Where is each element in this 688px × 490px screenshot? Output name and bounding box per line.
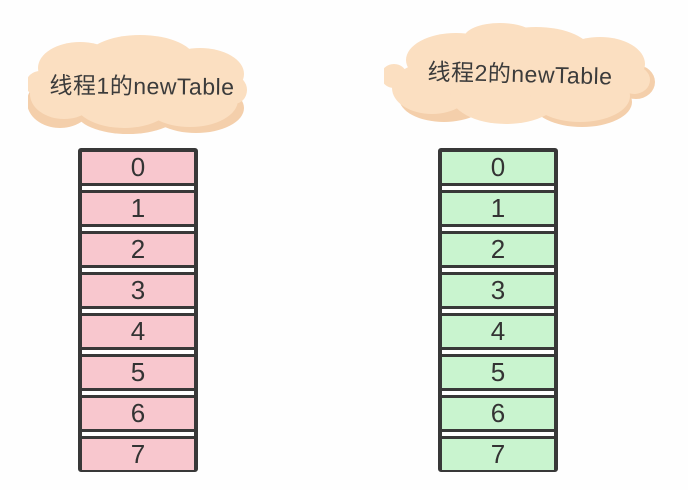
thread2-newtable-label: 线程2的newTable — [427, 58, 613, 90]
array-cell: 7 — [442, 436, 554, 470]
array-cell: 6 — [442, 395, 554, 432]
thread2-label-cloud: 线程2的newTable — [384, 18, 656, 132]
array-cell: 3 — [82, 272, 194, 309]
array-cell: 0 — [442, 152, 554, 186]
array-cell: 5 — [442, 354, 554, 391]
array-cell: 6 — [82, 395, 194, 432]
thread1-newtable-label: 线程1的newTable — [49, 72, 235, 100]
array-cell: 7 — [82, 436, 194, 470]
array-cell: 5 — [82, 354, 194, 391]
cloud-shape-icon — [28, 35, 247, 134]
thread2-newtable-array: 0 1 2 3 4 5 6 7 — [438, 148, 558, 472]
array-cell: 4 — [442, 313, 554, 350]
array-cell: 1 — [82, 190, 194, 227]
cloud-shape-icon — [384, 23, 655, 127]
array-cell: 0 — [82, 152, 194, 186]
array-cell: 1 — [442, 190, 554, 227]
array-cell: 2 — [82, 231, 194, 268]
array-cell: 4 — [82, 313, 194, 350]
thread1-label-cloud: 线程1的newTable — [28, 32, 248, 136]
array-cell: 3 — [442, 272, 554, 309]
thread1-newtable-array: 0 1 2 3 4 5 6 7 — [78, 148, 198, 472]
array-cell: 2 — [442, 231, 554, 268]
